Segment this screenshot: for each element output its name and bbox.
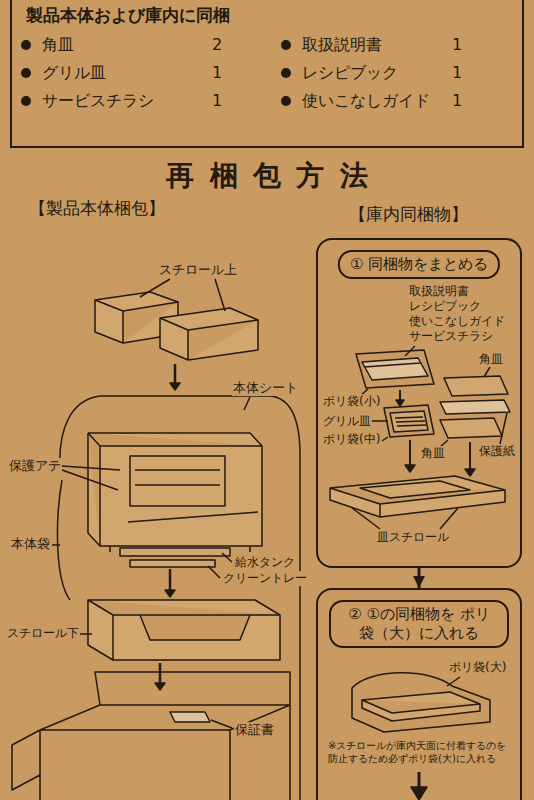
oven-body — [88, 433, 262, 546]
part-label: ポリ袋(小) — [322, 394, 381, 409]
part-label: 本体袋 — [10, 536, 51, 552]
item-count: 1 — [212, 91, 222, 111]
part-label: クリーントレー — [222, 571, 308, 586]
part-label: スチロール上 — [158, 262, 238, 278]
arrow-head — [165, 590, 175, 597]
down-arrow — [399, 390, 401, 400]
bagged-tray — [362, 692, 480, 721]
body-sheet-bag — [57, 396, 300, 600]
small-bag — [356, 350, 434, 388]
arrow-head — [465, 469, 475, 476]
warranty-card — [170, 712, 210, 722]
arrow-head — [396, 400, 404, 406]
item-name: グリル皿 — [42, 63, 106, 83]
arrow-head — [411, 787, 427, 800]
part-label: 角皿 — [420, 446, 446, 461]
part-label: 保証書 — [234, 722, 275, 738]
leader-line — [52, 544, 60, 546]
protective-paper — [440, 400, 510, 414]
part-label: ポリ袋(中) — [322, 432, 381, 447]
item-name: 角皿 — [42, 35, 74, 55]
grill-dish — [390, 411, 428, 432]
leader-line — [211, 720, 232, 728]
item-count: 2 — [212, 35, 222, 55]
leader-line — [62, 466, 120, 490]
bullet-dot — [281, 68, 291, 78]
item-name: 取扱説明書 — [302, 35, 382, 55]
square-tray — [444, 376, 508, 396]
arrow-head — [170, 383, 180, 390]
part-label: 本体シート — [232, 380, 299, 396]
leader-line — [440, 413, 507, 447]
paper-stack — [362, 358, 428, 380]
bullet-dot — [21, 40, 31, 50]
styrofoam-bottom — [88, 600, 280, 660]
arrow-head — [155, 683, 165, 690]
part-label: スチロール下 — [6, 626, 80, 641]
part-label: レシピブック — [408, 299, 482, 314]
part-label: 取扱説明書 — [408, 284, 470, 299]
down-arrow — [169, 569, 172, 590]
part-label: 皿スチロール — [376, 530, 450, 545]
step-heading: ② ①の同梱物を ポリ袋（大）に入れる — [329, 600, 509, 648]
product-packing-art — [12, 279, 300, 800]
part-label: 保護紙 — [478, 444, 516, 459]
down-arrow — [469, 442, 471, 469]
item-count: 1 — [452, 63, 462, 83]
part-label: 角皿 — [478, 352, 504, 367]
water-tank — [120, 548, 230, 556]
item-name: レシピブック — [302, 63, 398, 83]
item-count: 1 — [452, 35, 462, 55]
part-label: 給水タンク — [234, 555, 296, 570]
bullet-dot — [281, 96, 291, 106]
flow-arrow — [418, 568, 421, 588]
item-count: 1 — [212, 63, 222, 83]
item-name: 使いこなしガイド — [302, 91, 430, 111]
part-label: サービスチラシ — [408, 329, 494, 344]
item-name: サービスチラシ — [42, 91, 154, 111]
leader-line — [80, 633, 92, 635]
step-heading: ① 同梱物をまとめる — [338, 250, 500, 279]
part-label: グリル皿 — [322, 414, 372, 429]
leader-line — [244, 397, 250, 410]
step-note: ※スチロールが庫内天面に付着するのを防止するため必ずポリ袋(大)に入れる — [328, 740, 514, 765]
step-box: ② ①の同梱物を ポリ袋（大）に入れる ※スチロールが庫内天面に付着するのを防止す… — [316, 588, 522, 800]
part-label: 【庫内同梱物】 — [348, 204, 469, 225]
part-label: 【製品本体梱包】 — [28, 198, 166, 219]
down-arrow — [409, 440, 411, 465]
down-arrow — [159, 663, 162, 683]
item-count: 1 — [452, 91, 462, 111]
leader-line — [140, 279, 225, 311]
styrofoam-top-right — [160, 308, 258, 360]
leader-line — [447, 677, 460, 686]
diagram-title: 再梱包方法 — [0, 158, 534, 193]
leader-line — [484, 367, 490, 377]
bullet-dot — [21, 68, 31, 78]
part-label: 保護アテ — [8, 458, 62, 474]
arrow-head — [405, 465, 415, 472]
medium-bag — [384, 405, 434, 437]
part-label: ポリ袋(大) — [448, 660, 507, 675]
leader-line — [405, 346, 415, 356]
bullet-dot — [281, 40, 291, 50]
large-bag — [352, 673, 490, 732]
bullet-dot — [21, 96, 31, 106]
bag-edge — [299, 455, 301, 800]
contents-box: 製品本体および庫内に同梱角皿 2 グリル皿 1 サービスチラシ 1 取扱説明書 1 レシピブック… — [10, 0, 524, 148]
clean-tray — [130, 560, 215, 567]
carton-box — [12, 672, 290, 800]
box-heading: 製品本体および庫内に同梱 — [26, 5, 230, 26]
down-arrow — [174, 364, 177, 384]
leader-line — [352, 508, 458, 529]
part-label: 使いこなしガイド — [408, 314, 506, 329]
square-tray — [440, 418, 502, 438]
down-arrow — [418, 772, 421, 788]
oven-door — [110, 456, 258, 552]
